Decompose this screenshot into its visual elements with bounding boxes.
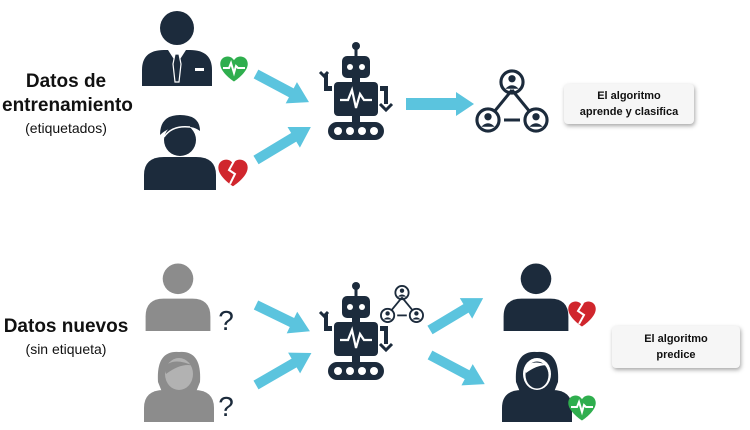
learn-classify-line2: aprende y clasifica (579, 106, 679, 118)
new-data-title: Datos nuevos (3, 316, 129, 337)
healthy-heart-icon (220, 56, 248, 82)
broken-heart-icon (568, 301, 596, 327)
arrow-icon (253, 69, 309, 104)
broken-heart-icon (218, 159, 248, 187)
predict-line1: El algoritmo (644, 332, 708, 345)
person-icon (503, 263, 569, 331)
arrow-icon (427, 298, 484, 335)
training-label: Datos de entrenamiento (etiquetados) (2, 70, 133, 137)
new-data-subtitle: (sin etiqueta) (25, 340, 107, 357)
arrow-icon (253, 352, 312, 390)
training-subtitle: (etiquetados) (25, 119, 107, 136)
man-icon (144, 115, 216, 190)
learn-classify-card: El algoritmo aprende y clasifica (564, 84, 694, 124)
arrow-icon (427, 350, 485, 386)
robot-icon (318, 42, 394, 142)
question-icon: ? (218, 391, 234, 422)
robot-icon (318, 282, 394, 382)
question-icon: ? (218, 305, 234, 336)
predict-card: El algoritmo predice (612, 326, 740, 368)
new-data-label: Datos nuevos (sin etiqueta) (0, 315, 132, 358)
learn-classify-line1: El algoritmo (597, 89, 661, 102)
woman-icon (502, 351, 572, 422)
arrow-icon (253, 300, 310, 334)
training-title-line1: Datos de (25, 71, 107, 92)
predict-line2: predice (656, 349, 696, 361)
businessman-icon (142, 11, 212, 86)
training-title-line2: entrenamiento (2, 94, 133, 116)
arrow-icon (406, 92, 474, 116)
arrow-icon (253, 127, 311, 165)
network-icon (477, 71, 547, 131)
healthy-heart-icon (568, 395, 596, 421)
gray-person-icon (145, 263, 211, 331)
network-icon (381, 286, 423, 322)
gray-woman-icon (144, 351, 214, 422)
